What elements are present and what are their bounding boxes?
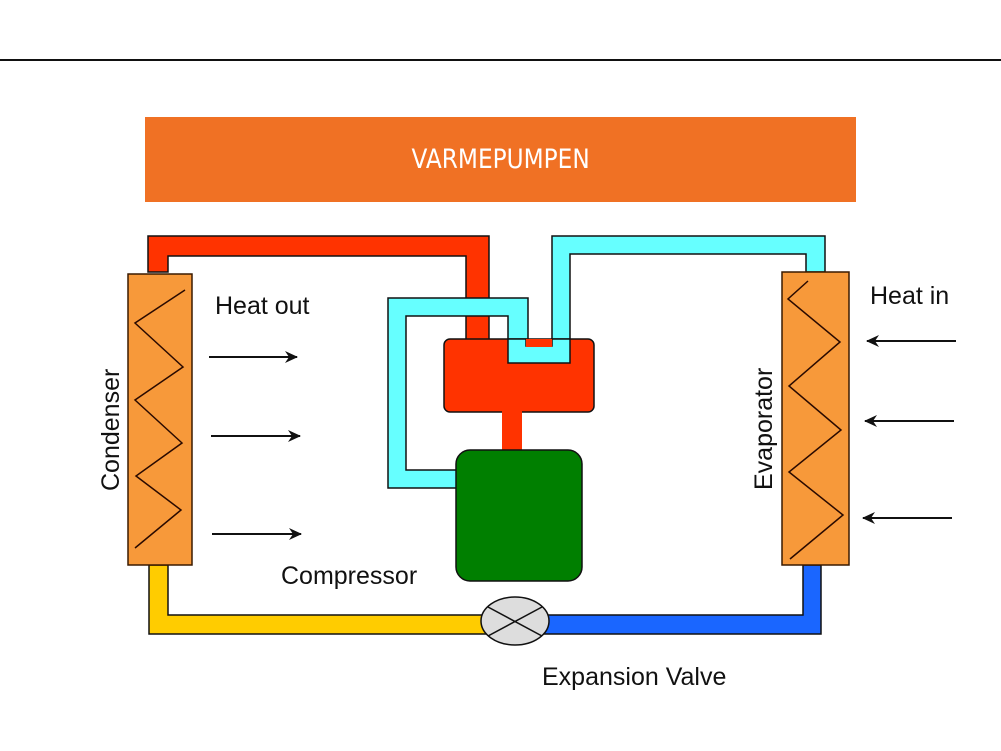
compressor-shaft xyxy=(502,411,522,453)
evaporator xyxy=(781,271,850,566)
compressor-head-slot xyxy=(526,339,552,347)
expansion-valve-label: Expansion Valve xyxy=(542,663,726,691)
top-divider xyxy=(0,59,1001,61)
heat-in-label: Heat in xyxy=(870,282,949,310)
condenser xyxy=(127,273,193,566)
condenser-label: Condenser xyxy=(97,369,125,491)
evaporator-coil xyxy=(786,280,845,560)
heat-out-label: Heat out xyxy=(215,292,310,320)
condenser-coil xyxy=(133,289,186,549)
title-banner: VARMEPUMPEN xyxy=(145,117,856,202)
compressor-label: Compressor xyxy=(281,562,417,590)
hot-discharge-pipe xyxy=(147,235,490,341)
evaporator-label: Evaporator xyxy=(750,368,778,490)
diagram-title: VARMEPUMPEN xyxy=(411,144,590,175)
compressor-body xyxy=(455,449,583,582)
expansion-line-pipe xyxy=(539,564,822,635)
heat-out-arrows xyxy=(209,351,302,540)
expansion-valve xyxy=(480,596,550,646)
heat-in-arrows xyxy=(862,335,956,524)
